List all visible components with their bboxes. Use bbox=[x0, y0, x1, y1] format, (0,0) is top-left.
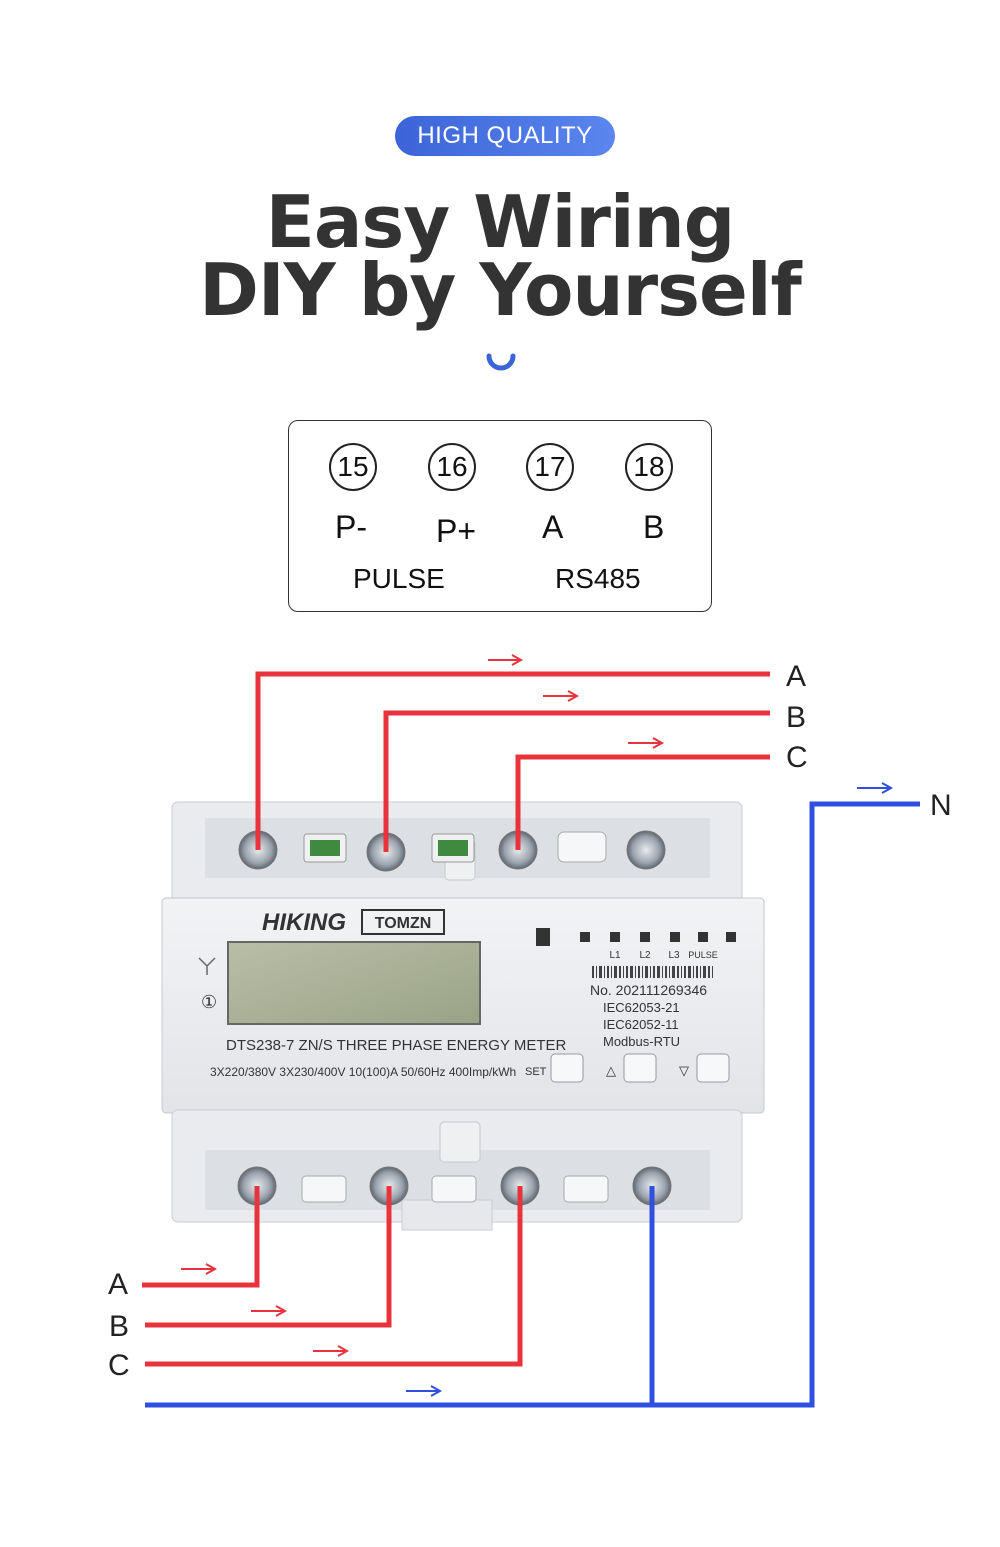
class-mark: ① bbox=[201, 992, 217, 1012]
arrow-right-icon bbox=[181, 654, 665, 1357]
three-phase-icon bbox=[198, 957, 216, 975]
terminal-16-label: P+ bbox=[436, 513, 477, 549]
led-label-l3: L3 bbox=[668, 950, 680, 961]
high-quality-badge: HIGH QUALITY bbox=[395, 116, 615, 156]
wire-label-in-c: C bbox=[108, 1349, 130, 1382]
wire-label-out-c: C bbox=[786, 741, 808, 774]
serial-number: No. 202111269346 bbox=[590, 982, 707, 998]
wire-label-in-a: A bbox=[108, 1268, 128, 1301]
set-button-label: SET bbox=[525, 1066, 547, 1078]
headline-line2: DIY by Yourself bbox=[199, 248, 802, 332]
terminal-16-number: 16 bbox=[428, 443, 476, 491]
wire-out-a bbox=[255, 671, 770, 850]
wire-out-c bbox=[515, 754, 770, 850]
terminal-17-number: 17 bbox=[526, 443, 574, 491]
input-wires bbox=[142, 1186, 652, 1408]
output-wires bbox=[255, 671, 920, 1408]
meter-specs: 3X220/380V 3X230/400V 10(100)A 50/60Hz 4… bbox=[210, 1065, 516, 1079]
set-button bbox=[550, 1053, 584, 1083]
arrow-right-blue-icon bbox=[406, 782, 894, 1397]
pulse-group-label: PULSE bbox=[353, 563, 445, 594]
wire-label-in-b: B bbox=[109, 1310, 129, 1343]
indicator-leds bbox=[536, 928, 736, 946]
terminal-panel: 15 16 17 18 P- P+ A B PULSE RS485 bbox=[288, 420, 712, 612]
up-button-label: △ bbox=[606, 1063, 616, 1078]
terminal-18-number: 18 bbox=[625, 443, 673, 491]
down-button bbox=[696, 1053, 730, 1083]
wire-label-out-a: A bbox=[786, 660, 806, 693]
led-label-l2: L2 bbox=[639, 950, 651, 961]
meter-model: DTS238-7 ZN/S THREE PHASE ENERGY METER bbox=[226, 1037, 567, 1054]
energy-meter: HIKING TOMZN ① DTS238-7 ZN/S THREE PHASE… bbox=[161, 801, 765, 1231]
wire-out-n bbox=[652, 801, 920, 1408]
lcd-display bbox=[227, 941, 481, 1025]
down-button-label: ▽ bbox=[679, 1063, 689, 1078]
wire-out-b bbox=[383, 710, 770, 852]
decorative-arc-icon bbox=[486, 353, 516, 371]
wire-in-c bbox=[145, 1186, 523, 1367]
headline-line1: Easy Wiring bbox=[265, 180, 736, 264]
barcode bbox=[592, 966, 713, 978]
wire-label-out-b: B bbox=[786, 701, 806, 734]
standard-2: IEC62052-11 bbox=[603, 1017, 679, 1032]
direction-arrows bbox=[181, 654, 894, 1397]
wire-in-a bbox=[142, 1186, 260, 1288]
up-button bbox=[623, 1053, 657, 1083]
standard-1: IEC62053-21 bbox=[603, 1000, 680, 1015]
terminal-18-label: B bbox=[643, 509, 665, 545]
brand-logo: HIKING bbox=[262, 909, 346, 936]
rs485-group-label: RS485 bbox=[555, 563, 641, 594]
terminal-17-label: A bbox=[542, 509, 564, 545]
brand2-frame bbox=[361, 909, 445, 935]
terminal-15-label: P- bbox=[335, 509, 367, 545]
brand2-logo: TOMZN bbox=[375, 915, 432, 932]
led-label-l1: L1 bbox=[609, 950, 621, 961]
protocol-label: Modbus-RTU bbox=[603, 1034, 680, 1049]
terminal-15-number: 15 bbox=[329, 443, 377, 491]
wire-label-out-n: N bbox=[930, 789, 952, 822]
led-label-pulse: PULSE bbox=[688, 950, 718, 960]
wire-in-b bbox=[145, 1186, 392, 1328]
